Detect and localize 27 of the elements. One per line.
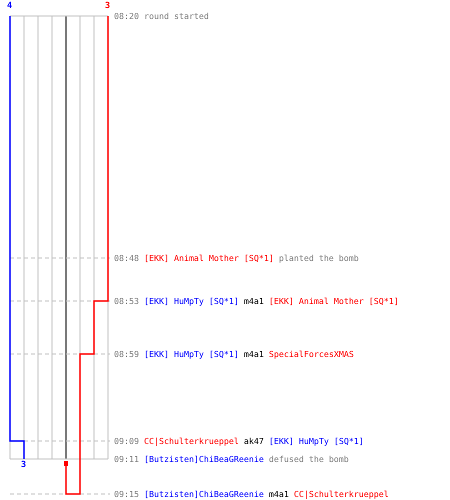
timestamp: 09:15: [114, 489, 139, 499]
player-name: [EKK] Animal Mother [SQ*1]: [144, 253, 274, 263]
timestamp: 08:53: [114, 296, 139, 306]
player-count: 3: [105, 2, 110, 11]
event-text: round started: [144, 11, 209, 21]
timestamp: 09:09: [114, 436, 139, 446]
timestamp: 08:20: [114, 11, 139, 21]
player-count: 4: [7, 2, 12, 11]
player-name: [EKK] Animal Mother [SQ*1]: [268, 296, 399, 306]
weapon-name: ak47: [244, 436, 264, 446]
event-text: defused the bomb: [268, 454, 349, 464]
weapon-name: m4a1: [268, 489, 289, 499]
weapon-name: m4a1: [244, 349, 264, 359]
player-name: [Butzisten]ChiBeaGReenie: [144, 454, 264, 464]
player-name: [EKK] HuMpTy [SQ*1]: [268, 436, 364, 446]
player-name: [Butzisten]ChiBeaGReenie: [144, 489, 264, 499]
weapon-name: m4a1: [244, 296, 264, 306]
player-name: CC|Schulterkrueppel: [144, 436, 239, 446]
player-name: SpecialForcesXMAS: [268, 349, 354, 359]
player-name: [EKK] HuMpTy [SQ*1]: [144, 349, 239, 359]
timestamp: 09:11: [114, 454, 139, 464]
player-count: 3: [21, 461, 26, 470]
player-name: [EKK] HuMpTy [SQ*1]: [144, 296, 239, 306]
player-name: CC|Schulterkrueppel: [294, 489, 389, 499]
timestamp: 08:48: [114, 253, 139, 263]
timestamp: 08:59: [114, 349, 139, 359]
event-text: planted the bomb: [278, 253, 359, 263]
